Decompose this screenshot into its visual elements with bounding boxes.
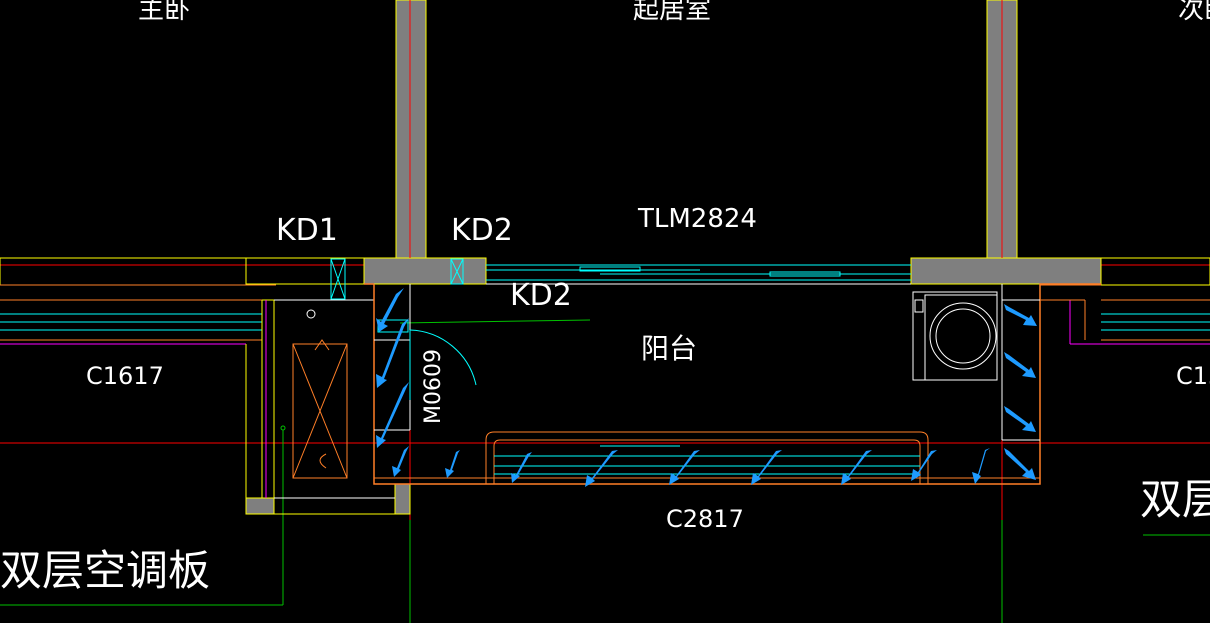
- column-left: [395, 0, 427, 259]
- kd-markers: [330, 258, 464, 300]
- window-c2817: [485, 431, 929, 484]
- drainage-slope-arrow-icon: [376, 288, 404, 332]
- label-m0609: M0609: [421, 349, 446, 424]
- drainage-slope-arrow-icon: [1004, 304, 1037, 326]
- ac-platform-left: [245, 257, 395, 515]
- window-c15-lines: [1040, 257, 1210, 345]
- room-label-right: 次卧: [1178, 0, 1210, 25]
- door-m0609-swing: [377, 319, 477, 400]
- sliding-door-tlm: [486, 264, 911, 285]
- window-c1617-lines: [0, 257, 276, 345]
- label-ac-board-left: 双层空调板: [0, 546, 210, 595]
- drainage-slope-arrow-icon: [1004, 352, 1036, 378]
- drainage-slope-arrow-icon: [841, 450, 872, 485]
- ac-outdoor-unit-icon: [292, 339, 348, 479]
- drainage-slope-arrow-icon: [392, 446, 409, 477]
- drainage-slope-arrow-icon: [376, 318, 409, 388]
- label-c1617: C1617: [86, 362, 164, 390]
- label-c2817: C2817: [666, 505, 744, 533]
- structural-columns: [245, 0, 1102, 515]
- room-label-living: 起居室: [633, 0, 711, 25]
- column-centerlines: [409, 0, 1003, 258]
- label-tlm2824: TLM2824: [637, 204, 757, 234]
- balcony-inner-walls: [374, 284, 1040, 479]
- beam-right: [910, 257, 1102, 285]
- washing-machine-icon: [912, 291, 998, 381]
- label-balcony: 阳台: [641, 332, 697, 365]
- drainage-slope-arrow-icon: [669, 450, 700, 485]
- drainage-slope-arrow-icon: [1004, 406, 1036, 432]
- drainage-slope-arrow-icon: [1004, 448, 1036, 480]
- drainage-slope-arrow-icon: [911, 450, 937, 481]
- label-kd2-balcony: KD2: [510, 278, 572, 313]
- drainage-slope-arrow-icon: [445, 450, 460, 478]
- balcony-slab-outline: [364, 283, 1101, 485]
- drainage-slope-arrow-icon: [376, 382, 409, 448]
- label-kd1: KD1: [276, 213, 338, 248]
- label-ac-board-right: 双层: [1140, 475, 1210, 524]
- drainage-slope-arrow-icon: [751, 450, 782, 485]
- beam-left: [363, 257, 487, 285]
- pier-bottom-left: [245, 497, 275, 515]
- drainage-arrows: [376, 288, 1037, 487]
- room-label-master: 主卧: [138, 0, 190, 25]
- green-guide-lines: [0, 319, 1210, 623]
- drainage-slope-arrow-icon: [511, 452, 532, 483]
- label-c15: C15: [1176, 362, 1210, 390]
- drainage-slope-arrow-icon: [972, 448, 990, 484]
- drainage-slope-arrow-icon: [585, 450, 618, 487]
- pier-bottom-mid: [394, 483, 411, 515]
- label-kd2-top: KD2: [451, 213, 513, 248]
